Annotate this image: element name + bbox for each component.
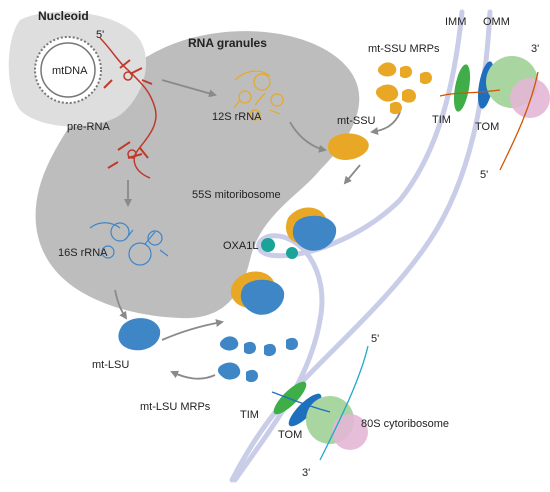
mtdna-label: mtDNA: [52, 65, 88, 77]
oxa1l-marker: [261, 238, 275, 252]
cytoribosome-bottom: [306, 396, 368, 450]
rrna-16s-label: 16S rRNA: [58, 247, 108, 259]
rna-granules-label: RNA granules: [188, 36, 267, 50]
mrna-top: [499, 71, 539, 171]
tim-top-label: TIM: [432, 114, 451, 126]
cytoribosome-top: [486, 56, 550, 118]
outer-membrane: [229, 9, 493, 483]
pre-rna-transcript: [99, 37, 157, 179]
five-prime-bottom-label: 5': [371, 333, 379, 345]
mt-lsu-mrps-cluster: [217, 336, 298, 383]
nucleoid-label: Nucleoid: [38, 9, 89, 23]
imm-label: IMM: [445, 16, 466, 28]
tim-bottom-label: TIM: [240, 409, 259, 421]
mtdna-circle: [34, 36, 102, 104]
oxa1l-marker-2: [286, 247, 298, 259]
five-prime-right-label: 5': [480, 169, 488, 181]
process-arrows: [114, 79, 401, 380]
oxa1l-label: OXA1L: [223, 240, 258, 252]
mitoribosome-55s-upper: [285, 207, 337, 251]
three-prime-top-label: 3': [531, 43, 539, 55]
mt-lsu-subunit: [118, 318, 161, 351]
rrna-12s-structure: [233, 70, 284, 121]
mt-ssu-mrps-label: mt-SSU MRPs: [368, 43, 440, 55]
mrna-bottom: [319, 345, 369, 461]
inner-membrane: [232, 9, 465, 483]
tom-bottom-label: TOM: [278, 429, 302, 441]
omm-label: OMM: [483, 16, 510, 28]
import-peptide-bottom: [271, 391, 331, 413]
mt-lsu-label: mt-LSU: [92, 359, 129, 371]
five-prime-top-label: 5': [96, 29, 104, 41]
tom-bottom-complex: [288, 393, 322, 427]
cytoribosome-80s-label: 80S cytoribosome: [361, 418, 449, 430]
rrna-12s-label: 12S rRNA: [212, 111, 262, 123]
mt-ssu-subunit: [327, 133, 369, 160]
rrna-16s-structure: [89, 222, 169, 266]
pre-rna-label: pre-RNA: [67, 121, 110, 133]
mitoribosome-55s-lower: [230, 271, 285, 315]
mt-ssu-label: mt-SSU: [337, 115, 376, 127]
tom-top-label: TOM: [475, 121, 499, 133]
three-prime-bottom-label: 3': [302, 467, 310, 479]
mt-ssu-mrps-cluster: [375, 62, 432, 115]
tim-top-complex: [453, 64, 471, 112]
mitoribosome-55s-label: 55S mitoribosome: [192, 189, 281, 201]
tim-bottom-complex: [273, 381, 307, 415]
import-peptide-top: [439, 89, 501, 97]
mt-lsu-mrps-label: mt-LSU MRPs: [140, 401, 211, 413]
